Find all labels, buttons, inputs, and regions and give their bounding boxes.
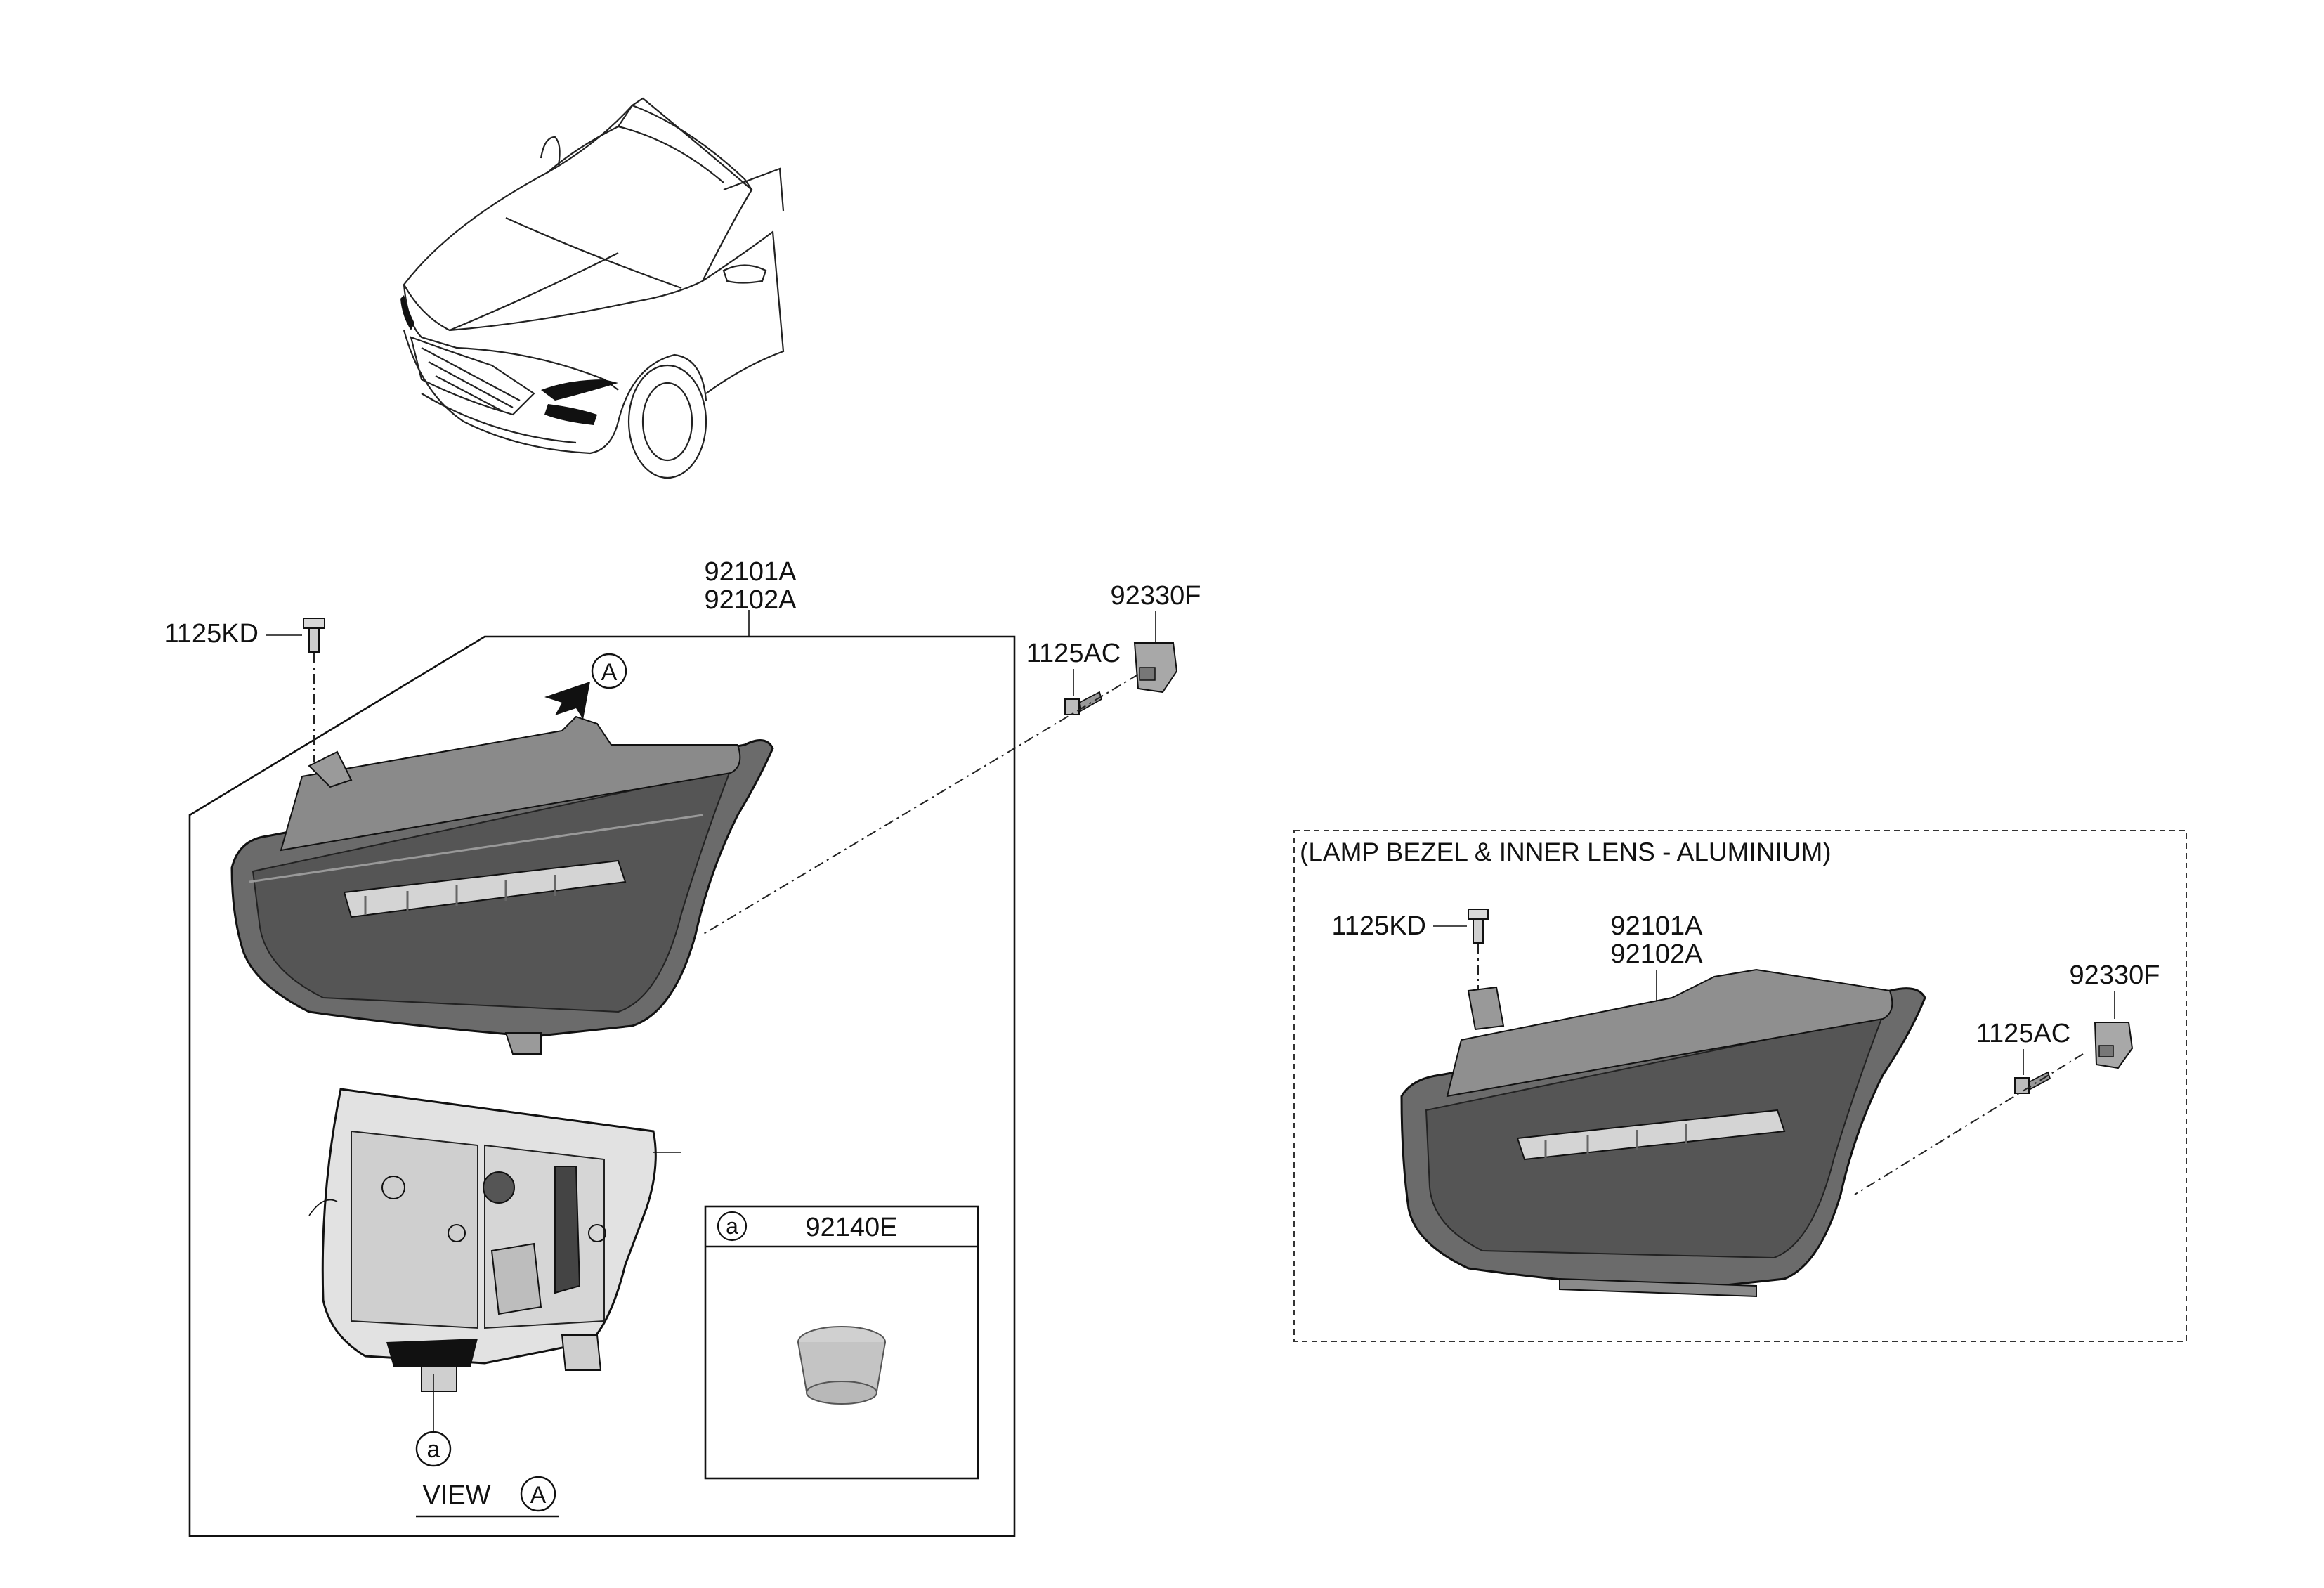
- bracket-icon: [1133, 642, 1178, 694]
- alt-screw-part-number: 1125AC: [1976, 1019, 2071, 1048]
- alt-bracket-icon: [2094, 1022, 2134, 1069]
- main-part-number-1: 92101A: [704, 557, 797, 587]
- aluminium-variant-group: (LAMP BEZEL & INNER LENS - ALUMINIUM) 92…: [1293, 830, 2187, 1342]
- view-arrow-icon: [544, 682, 590, 720]
- headlamp-assembly-drawing: [230, 715, 774, 1055]
- callout-a-badge: a: [415, 1431, 452, 1467]
- svg-text:A: A: [601, 659, 618, 686]
- bracket-part-number: 92330F: [1111, 581, 1201, 611]
- bolt-icon: [303, 618, 325, 653]
- main-part-number-2: 92102A: [704, 585, 797, 615]
- grommet-icon: [797, 1326, 886, 1405]
- alt-bolt-icon: [1468, 909, 1489, 944]
- bolt-part-number: 1125KD: [164, 619, 259, 649]
- car-front-illustration: [400, 97, 785, 479]
- alt-screw-icon: [2014, 1071, 2051, 1094]
- screw-icon: [1064, 691, 1103, 715]
- view-label: VIEW: [422, 1480, 490, 1510]
- view-label-ref-badge: A: [520, 1476, 556, 1512]
- view-reference-badge: A: [591, 653, 627, 689]
- aluminium-variant-title: (LAMP BEZEL & INNER LENS - ALUMINIUM): [1300, 838, 1832, 866]
- alt-headlamp-drawing: [1400, 968, 1926, 1298]
- detail-box-92140E: a 92140E: [704, 1205, 979, 1480]
- main-assembly-group: 92101A 92102A 1125KD A 9: [164, 557, 1201, 1537]
- screw-part-number: 1125AC: [1026, 639, 1121, 668]
- svg-text:a: a: [427, 1436, 440, 1463]
- detail-callout-letter: a: [726, 1213, 738, 1239]
- alt-bolt-part-number: 1125KD: [1331, 911, 1426, 941]
- detail-part-number: 92140E: [805, 1213, 897, 1242]
- svg-text:A: A: [530, 1482, 547, 1509]
- alt-main-part-number-1: 92101A: [1610, 911, 1703, 941]
- alt-main-part-number-2: 92102A: [1610, 939, 1703, 969]
- alt-bracket-part-number: 92330F: [2070, 961, 2160, 990]
- rear-view-drawing: [308, 1088, 681, 1392]
- main-assembly-frame: [188, 635, 1016, 1537]
- aluminium-variant-frame: [1293, 830, 2187, 1342]
